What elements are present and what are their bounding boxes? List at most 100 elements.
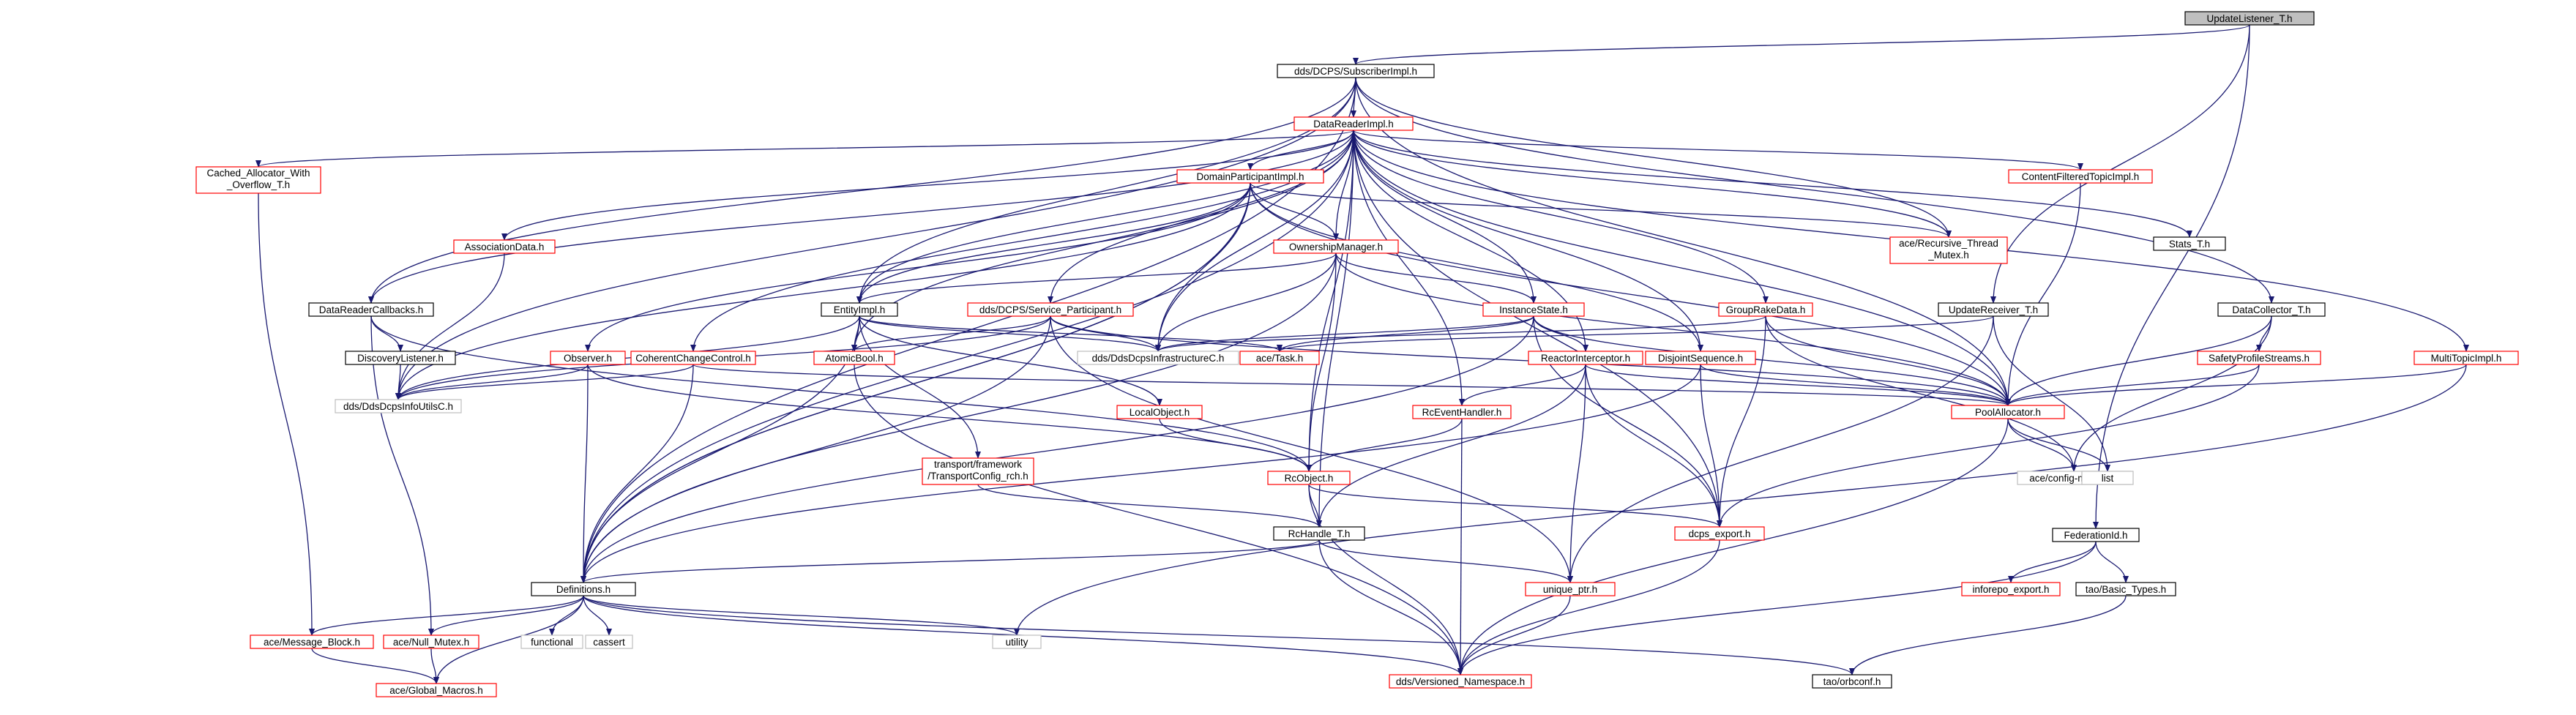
edge-rchandle-to-uniqueptr <box>1318 539 1573 583</box>
edge-dri-to-entity <box>856 130 1354 304</box>
node-box <box>1674 526 1765 541</box>
node-globalmacros[interactable]: ace/Global_Macros.h <box>376 683 497 697</box>
node-label: ace/Null_Mutex.h <box>393 637 469 648</box>
node-safety[interactable]: SafetyProfileStreams.h <box>2197 351 2321 365</box>
node-poolalloc[interactable]: PoolAllocator.h <box>1951 405 2065 419</box>
node-box <box>1293 116 1414 131</box>
node-rcobject[interactable]: RcObject.h <box>1267 471 1351 485</box>
edge-updrecv-to-acetask <box>1277 315 1994 352</box>
edge-dri-to-disjoint <box>1353 130 1703 352</box>
node-reactor[interactable]: ReactorInterceptor.h <box>1528 351 1643 365</box>
node-label: Observer.h <box>564 353 612 364</box>
node-recthread[interactable]: ace/Recursive_Thread_Mutex.h <box>1889 236 2008 264</box>
node-cached1[interactable]: Cached_Allocator_With_Overflow_T.h <box>195 166 321 194</box>
node-rcevent[interactable]: RcEventHandler.h <box>1412 405 1512 419</box>
edge-defs-to-orbconf <box>583 595 1855 675</box>
node-datacoll[interactable]: DataCollector_T.h <box>2217 302 2326 317</box>
node-dcpsexport[interactable]: dcps_export.h <box>1674 526 1765 541</box>
node-grouprake[interactable]: GroupRakeData.h <box>1718 302 1813 317</box>
node-label: ace/Task.h <box>1256 353 1304 364</box>
node-box <box>1412 405 1512 419</box>
edge-entity-to-defs <box>580 315 860 583</box>
node-federation[interactable]: FederationId.h <box>2052 528 2140 542</box>
node-ownm[interactable]: OwnershipManager.h <box>1273 239 1399 254</box>
edge-coherent-to-defs <box>580 364 694 583</box>
node-coherent[interactable]: CoherentChangeControl.h <box>630 351 756 365</box>
node-multitopic[interactable]: MultiTopicImpl.h <box>2413 351 2519 365</box>
node-box <box>2184 11 2315 26</box>
edge-updrecv-to-list <box>1993 315 2110 472</box>
node-dri[interactable]: DataReaderImpl.h <box>1293 116 1414 131</box>
node-msgblock[interactable]: ace/Message_Block.h <box>250 634 374 649</box>
node-dpi[interactable]: DomainParticipantImpl.h <box>1176 169 1324 184</box>
edge-nullmutex-to-globalmacros <box>430 648 439 684</box>
node-box <box>1718 302 1813 317</box>
node-box <box>1267 471 1351 485</box>
node-box <box>2217 302 2326 317</box>
edge-dri-to-rcobject <box>1306 130 1354 472</box>
edge-basictypes-to-orbconf <box>1849 595 2127 675</box>
node-box <box>585 634 633 649</box>
node-label: dds/Versioned_Namespace.h <box>1396 676 1525 687</box>
edge-instst-to-dcpsexport <box>1533 315 1722 528</box>
node-label: GroupRakeData.h <box>1726 304 1806 315</box>
node-uniqueptr[interactable]: unique_ptr.h <box>1525 582 1616 596</box>
edge-instst-to-acetask <box>1277 315 1534 352</box>
node-label: dds/DCPS/SubscriberImpl.h <box>1294 66 1417 77</box>
edge-federation-to-versioned <box>1457 541 2097 675</box>
node-box <box>2081 471 2134 485</box>
edge-dpi-to-infoutils <box>395 182 1251 400</box>
node-transport[interactable]: transport/framework/TransportConfig_rch.… <box>922 457 1034 485</box>
node-label: _Overflow_T.h <box>226 179 290 190</box>
node-label: DataCollector_T.h <box>2232 304 2310 315</box>
node-stats[interactable]: Stats_T.h <box>2153 236 2226 251</box>
node-cftopic[interactable]: ContentFilteredTopicImpl.h <box>2008 169 2153 184</box>
node-observer[interactable]: Observer.h <box>550 351 626 365</box>
node-acetask[interactable]: ace/Task.h <box>1239 351 1320 365</box>
node-label: unique_ptr.h <box>1543 584 1597 595</box>
node-drcb[interactable]: DataReaderCallbacks.h <box>308 302 434 317</box>
edge-grouprake-to-dcpsexport <box>1717 315 1766 528</box>
edge-rcevent-to-versioned <box>1457 418 1464 675</box>
node-label: cassert <box>593 637 625 648</box>
edge-ownm-to-rcobject <box>1306 252 1337 472</box>
node-atomic[interactable]: AtomicBool.h <box>813 351 895 365</box>
node-rchandle[interactable]: RcHandle_T.h <box>1273 526 1365 541</box>
edge-root-to-federation <box>2093 24 2250 529</box>
node-instst[interactable]: InstanceState.h <box>1482 302 1585 317</box>
node-disclist[interactable]: DiscoveryListener.h <box>345 351 456 365</box>
node-svcp[interactable]: dds/DCPS/Service_Participant.h <box>967 302 1134 317</box>
node-assoc[interactable]: AssociationData.h <box>453 239 556 254</box>
node-defs[interactable]: Definitions.h <box>531 582 636 596</box>
node-updrecv[interactable]: UpdateReceiver_T.h <box>1938 302 2049 317</box>
edge-ownm-to-infra <box>1155 252 1337 352</box>
node-entity[interactable]: EntityImpl.h <box>821 302 898 317</box>
node-label: list <box>2102 473 2114 484</box>
node-disjoint[interactable]: DisjointSequence.h <box>1645 351 1756 365</box>
edge-defs-to-nullmutex <box>428 595 584 636</box>
edge-disjoint-to-dcpsexport <box>1700 364 1722 528</box>
node-label: RcObject.h <box>1285 473 1334 484</box>
node-label: PoolAllocator.h <box>1975 407 2041 418</box>
node-box <box>1525 582 1616 596</box>
node-nullmutex[interactable]: ace/Null_Mutex.h <box>383 634 479 649</box>
node-orbconf[interactable]: tao/orbconf.h <box>1812 674 1892 689</box>
node-subimpl[interactable]: dds/DCPS/SubscriberImpl.h <box>1277 64 1435 78</box>
node-box <box>376 683 497 697</box>
node-box <box>1961 582 2061 596</box>
node-basictypes[interactable]: tao/Basic_Types.h <box>2075 582 2176 596</box>
edge-observer-to-defs <box>580 364 589 583</box>
node-versioned[interactable]: dds/Versioned_Namespace.h <box>1389 674 1532 689</box>
node-localobj[interactable]: LocalObject.h <box>1116 405 1203 419</box>
node-label: EntityImpl.h <box>834 304 886 315</box>
node-label: Definitions.h <box>556 584 611 595</box>
node-inforepo[interactable]: inforepo_export.h <box>1961 582 2061 596</box>
edge-dri-to-svcp <box>1048 130 1354 304</box>
edge-updrecv-to-uniqueptr <box>1567 315 1994 583</box>
node-label: utility <box>1006 637 1028 648</box>
node-box <box>1528 351 1643 365</box>
node-label: functional <box>531 637 573 648</box>
node-box <box>1273 239 1399 254</box>
node-box <box>1077 351 1239 365</box>
